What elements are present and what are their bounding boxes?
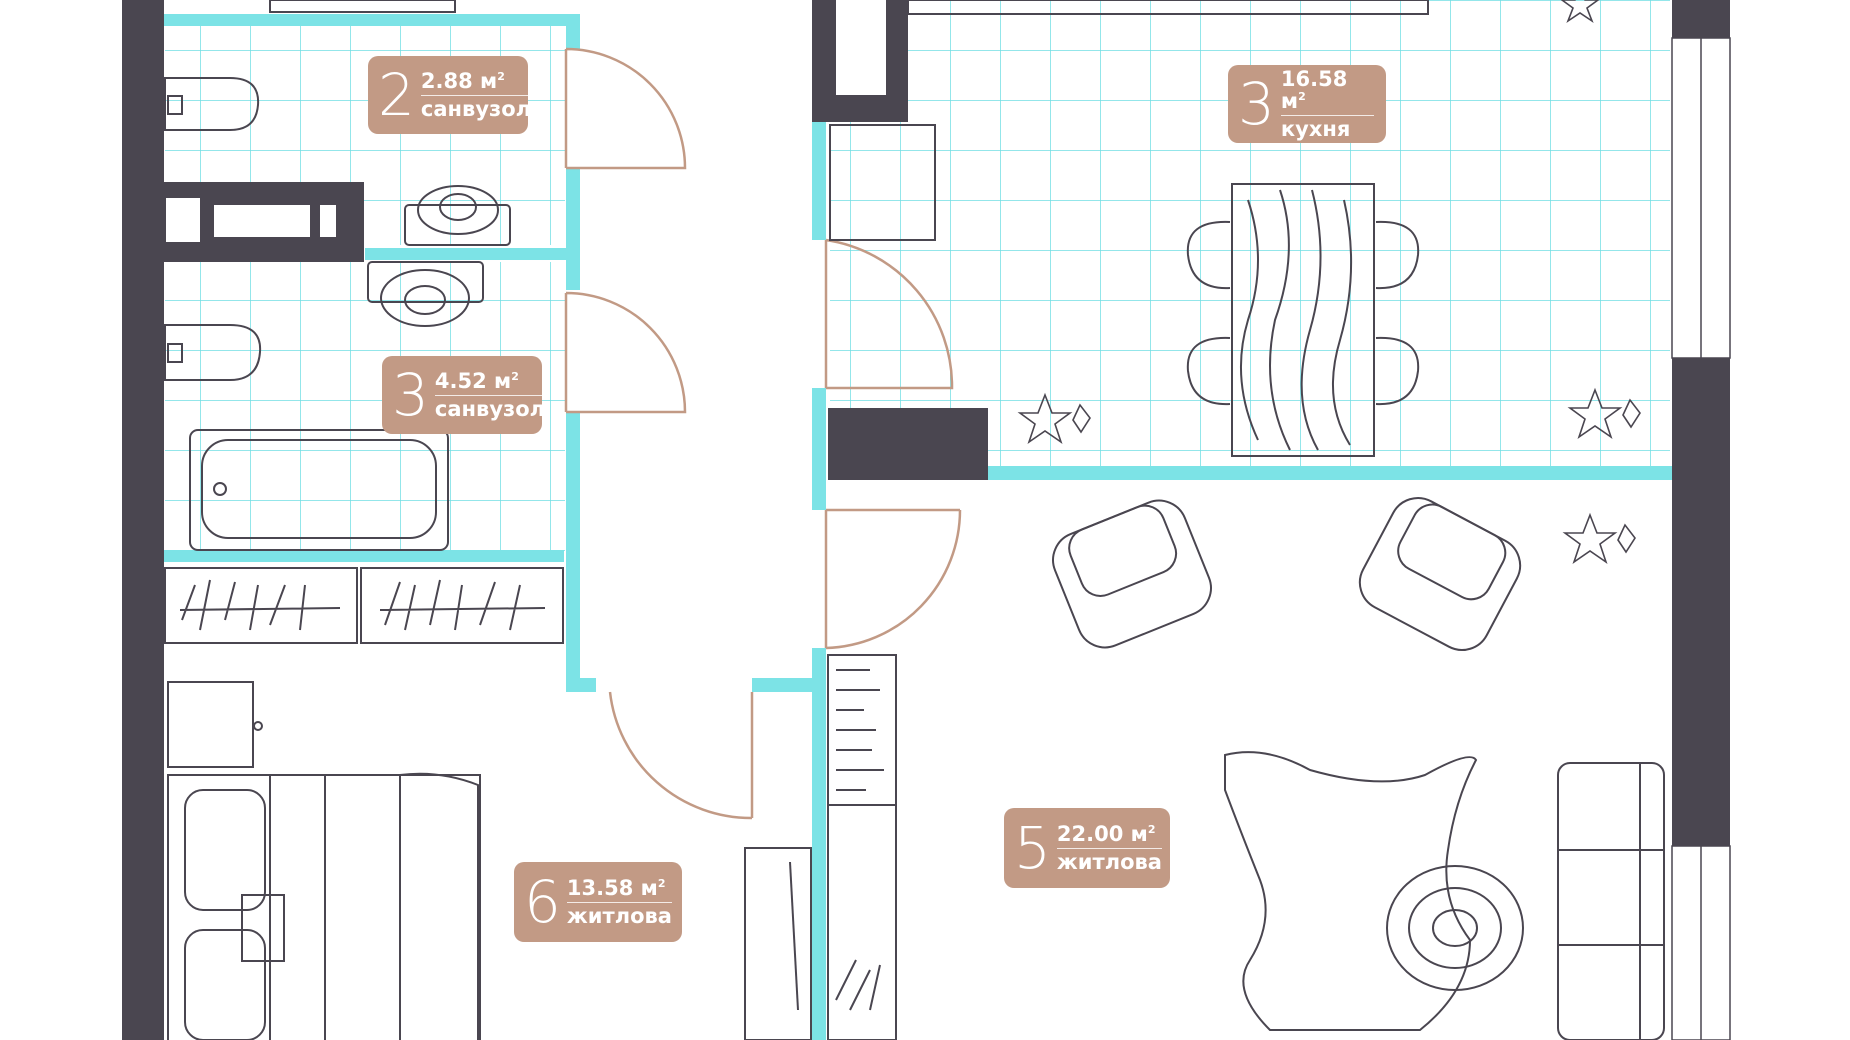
left-wall xyxy=(122,0,164,1040)
coffee-table-icon xyxy=(1386,865,1524,991)
bed-tag xyxy=(241,894,285,962)
room-area: 2.88 м2 xyxy=(420,70,532,96)
bed-blanket xyxy=(269,772,479,1040)
pillow-bottom xyxy=(184,929,266,1040)
toilet-2-icon xyxy=(164,77,260,131)
toilet-3-tank xyxy=(167,343,183,363)
right-wall-mid xyxy=(1672,358,1730,846)
room-number: 3 xyxy=(392,361,429,429)
bookshelf-books xyxy=(828,669,896,1011)
room-name: кухня xyxy=(1280,116,1351,141)
coffee-table-core xyxy=(1432,909,1478,947)
room-name: житлова xyxy=(566,903,672,928)
bathtub-inner xyxy=(201,439,437,539)
plants xyxy=(1017,0,1641,565)
rug-icon xyxy=(1224,751,1478,1031)
door-bedroom xyxy=(608,691,754,820)
room-number: 6 xyxy=(524,868,561,936)
room-area: 4.52 м2 xyxy=(434,370,546,396)
room-area: 13.58 м2 xyxy=(566,877,672,903)
fridge-icon xyxy=(829,124,936,241)
sofa-icon xyxy=(1557,762,1665,1040)
tall-cabinet-handle xyxy=(789,861,799,1011)
dining-table-icon xyxy=(1231,183,1375,457)
kitchen-wall-inner xyxy=(836,0,886,95)
coffee-table-ring xyxy=(1408,887,1502,969)
toilet-2-tank xyxy=(167,95,183,115)
room-name: санвузол xyxy=(434,396,546,421)
room-number: 2 xyxy=(378,61,415,129)
room-number: 5 xyxy=(1014,814,1051,882)
partitions xyxy=(164,14,1672,1040)
bath-divider-slot-1 xyxy=(166,198,200,242)
nightstand-icon xyxy=(167,681,254,768)
sink-2-counter xyxy=(404,204,511,246)
bath-divider-slot-2 xyxy=(214,205,310,237)
pillow-top xyxy=(184,789,266,911)
sink-2-bowl xyxy=(439,193,477,221)
chair-right-1 xyxy=(1375,220,1420,290)
room-number: 3 xyxy=(1238,70,1275,138)
door-bath-3 xyxy=(564,291,687,414)
bath-divider-slot-3 xyxy=(320,205,336,237)
sink-3-counter xyxy=(367,261,484,303)
wardrobe-hangers xyxy=(179,579,546,631)
room-label-bath-2: 2 2.88 м2 санвузол xyxy=(368,56,532,134)
room-label-bedroom: 6 13.58 м2 житлова xyxy=(514,862,682,942)
windows xyxy=(1671,37,1731,1040)
door-bath-2 xyxy=(564,47,687,170)
sink-2-icon xyxy=(417,185,499,235)
tall-cabinet-icon xyxy=(744,847,812,1040)
wardrobe-right xyxy=(360,567,564,644)
sink-3-icon xyxy=(380,269,470,327)
bathtub-drain xyxy=(213,482,227,496)
room-label-kitchen: 3 16.58 м2 кухня xyxy=(1228,65,1386,143)
bookshelf-icon xyxy=(827,654,897,1040)
plant-icon xyxy=(1560,0,1600,24)
chair-left-2 xyxy=(1186,336,1231,406)
plant-icon xyxy=(1017,392,1091,445)
table-woodgrain xyxy=(1239,189,1353,451)
door-kitchen xyxy=(824,238,954,390)
armchair-right-icon xyxy=(1358,497,1522,651)
sofa-cushions xyxy=(1558,763,1664,1040)
right-wall-top xyxy=(1672,0,1730,38)
room-area: 22.00 м2 xyxy=(1056,823,1162,849)
chair-left-1 xyxy=(1186,220,1231,290)
room-label-bath-3: 3 4.52 м2 санвузол xyxy=(382,356,546,434)
furniture xyxy=(164,0,1665,1040)
chair-right-2 xyxy=(1375,336,1420,406)
wardrobe-left xyxy=(164,567,358,644)
sink-3-bowl xyxy=(404,285,446,315)
armchair-left-icon xyxy=(1052,499,1212,649)
bathtub-icon xyxy=(189,429,449,551)
toilet-3-icon xyxy=(164,324,262,381)
door-living xyxy=(824,508,962,650)
nightstand-knob xyxy=(253,721,263,731)
room-name: житлова xyxy=(1056,849,1162,874)
room-area: 16.58 м2 xyxy=(1280,68,1374,116)
plant-icon xyxy=(1562,512,1636,565)
counter-top xyxy=(907,0,1429,15)
plant-icon xyxy=(1567,387,1641,440)
kitchen-pillar xyxy=(828,408,988,480)
room-label-living: 5 22.00 м2 житлова xyxy=(1004,808,1170,888)
bath-2-sink-cabinet xyxy=(269,0,456,13)
room-name: санвузол xyxy=(420,96,532,121)
door-arcs xyxy=(564,47,962,820)
